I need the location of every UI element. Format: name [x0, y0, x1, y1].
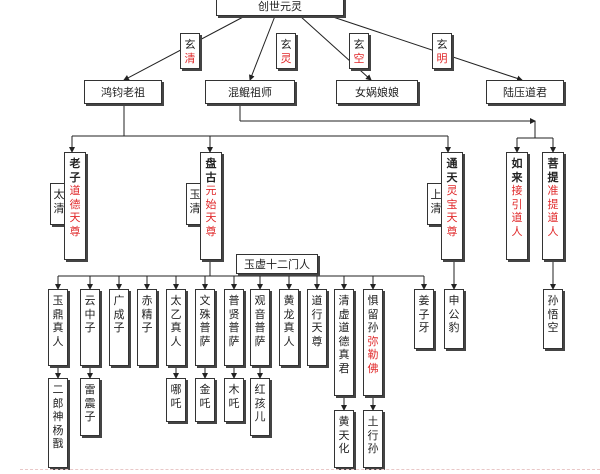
xuan-top: 玄 [280, 38, 292, 51]
node-label: 道行天尊 [311, 294, 323, 348]
node-puti: 菩提准提道人 [542, 152, 564, 260]
node-guangchengzi: 广成子 [109, 289, 129, 366]
node-label: 太乙真人 [170, 294, 182, 348]
node-jiangziya: 姜子牙 [414, 289, 434, 349]
node-guanyin: 观音普萨 [250, 289, 270, 366]
node-label: 红孩儿 [254, 383, 266, 423]
node-qingxu: 清虚道德真君 [334, 289, 354, 396]
node-muzha: 木吒 [224, 378, 244, 422]
node-label: 土行孙 [367, 415, 379, 455]
node-label: 申公豹 [448, 294, 460, 334]
side-label: 玉清 [189, 188, 201, 215]
node-hunkun: 混鲲祖师 [205, 80, 295, 104]
xuan-bottom: 清 [184, 51, 196, 65]
node-tongtian: 通天灵宝天尊 [441, 152, 463, 260]
node-name: 老子 [69, 157, 81, 184]
node-label: 普贤普萨 [228, 294, 240, 348]
node-name: 如来 [511, 157, 523, 184]
node-yuding: 玉鼎真人 [48, 289, 68, 366]
node-huanglong: 黄龙真人 [279, 289, 299, 366]
node-label: 黄天化 [338, 415, 350, 455]
node-nezha: 哪吒 [166, 378, 186, 422]
node-label: 二郎神杨戬 [52, 383, 64, 450]
node-label: 清虚道德真君 [338, 294, 350, 375]
node-label: 黄龙真人 [283, 294, 295, 348]
node-huangtianhua: 黄天化 [334, 410, 354, 468]
node-hongjun: 鸿钧老祖 [84, 80, 162, 104]
node-label: 哪吒 [170, 383, 182, 410]
node-pangu: 盘古元始天尊 [200, 152, 222, 260]
node-label: 姜子牙 [418, 294, 430, 334]
node-label: 孙悟空 [547, 294, 559, 334]
xuan-top: 玄 [184, 38, 196, 51]
node-label: 观音普萨 [254, 294, 266, 348]
side-label: 上清 [430, 188, 442, 215]
node-red-tail: 弥勒佛 [367, 334, 379, 375]
node-label: 惧留孙 [367, 294, 379, 334]
xuan-node-4: 玄明 [432, 33, 452, 69]
xuan-bottom: 明 [436, 51, 448, 65]
node-label: 女娲娘娘 [355, 85, 399, 99]
xuan-node-3: 玄空 [349, 33, 369, 69]
xuan-top: 玄 [436, 38, 448, 51]
node-label: 陆压道君 [503, 85, 547, 99]
page-break-line [20, 469, 600, 470]
node-title: 元始天尊 [205, 184, 217, 238]
node-name: 菩提 [547, 157, 559, 184]
node-label: 木吒 [228, 383, 240, 410]
node-title: 道德天尊 [69, 184, 81, 238]
node-honghaier: 红孩儿 [250, 378, 270, 436]
node-rulai: 如来接引道人 [506, 152, 528, 260]
xuan-node-2: 玄灵 [276, 33, 296, 69]
node-luya: 陆压道君 [486, 80, 564, 104]
node-label: 雷震子 [84, 383, 96, 423]
xuan-top: 玄 [353, 38, 365, 51]
node-title: 接引道人 [511, 184, 523, 238]
node-label: 云中子 [84, 294, 96, 334]
node-label: 广成子 [113, 294, 125, 334]
xuan-bottom: 灵 [280, 51, 292, 65]
node-wenshu: 文殊普萨 [195, 289, 215, 366]
node-erlang: 二郎神杨戬 [48, 378, 68, 468]
root-node: 创世元灵 [216, 0, 344, 16]
node-chijingzi: 赤精子 [137, 289, 157, 366]
yuxu-label: 玉虚十二门人 [236, 254, 318, 274]
node-nuwa: 女娲娘娘 [336, 80, 418, 104]
node-label: 金吒 [199, 383, 211, 410]
node-shengongbao: 申公豹 [444, 289, 464, 349]
yuxu-label-text: 玉虚十二门人 [244, 257, 310, 271]
node-label: 玉鼎真人 [52, 294, 64, 348]
node-label: 赤精子 [141, 294, 153, 334]
node-juliusun: 惧留孙弥勒佛 [363, 289, 383, 396]
xuan-bottom: 空 [353, 51, 365, 65]
node-leizhenzi: 雷震子 [80, 378, 100, 436]
side-label: 太清 [53, 188, 65, 215]
node-name: 盘古 [205, 157, 217, 184]
node-label: 混鲲祖师 [228, 85, 272, 99]
node-title: 准提道人 [547, 184, 559, 238]
node-taiyi: 太乙真人 [166, 289, 186, 366]
node-name: 通天 [446, 157, 458, 184]
node-tuxingsun: 土行孙 [363, 410, 383, 468]
node-label: 文殊普萨 [199, 294, 211, 348]
node-yunzhongzi: 云中子 [80, 289, 100, 366]
root-label: 创世元灵 [258, 0, 302, 13]
node-puxian: 普贤普萨 [224, 289, 244, 366]
node-daoxing: 道行天尊 [307, 289, 327, 366]
node-jinzha: 金吒 [195, 378, 215, 422]
node-laozi: 老子道德天尊 [64, 152, 86, 260]
node-sunwukong: 孙悟空 [543, 289, 563, 349]
node-label: 鸿钧老祖 [101, 85, 145, 99]
xuan-node-1: 玄清 [180, 33, 200, 69]
node-title: 灵宝天尊 [446, 184, 458, 238]
